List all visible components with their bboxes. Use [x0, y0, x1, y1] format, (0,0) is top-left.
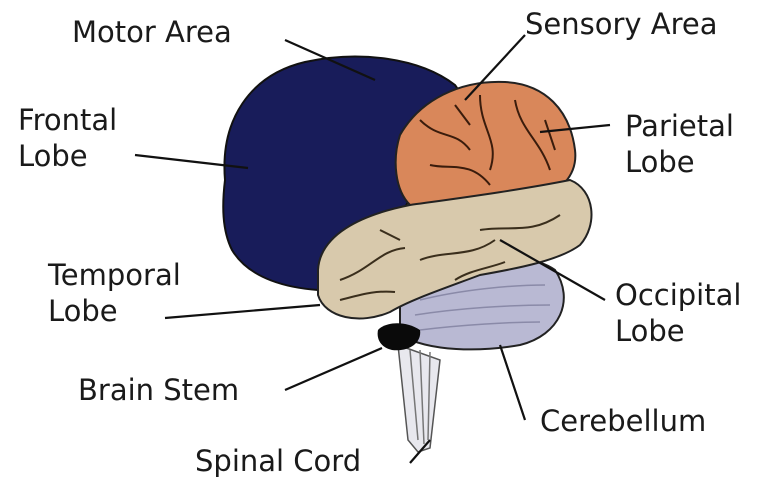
label-parietal-lobe: Parietal Lobe — [625, 108, 734, 180]
label-spinal-cord: Spinal Cord — [195, 443, 361, 478]
label-frontal-lobe: Frontal Lobe — [18, 102, 117, 174]
label-brain-stem: Brain Stem — [78, 372, 239, 408]
brain-stem-region — [378, 323, 421, 350]
spinal-cord-region — [398, 345, 440, 452]
label-temporal-lobe: Temporal Lobe — [48, 257, 181, 329]
label-sensory-area: Sensory Area — [525, 6, 718, 42]
label-cerebellum: Cerebellum — [540, 403, 706, 439]
label-occipital-lobe: Occipital Lobe — [615, 277, 741, 349]
label-motor-area: Motor Area — [72, 14, 232, 50]
